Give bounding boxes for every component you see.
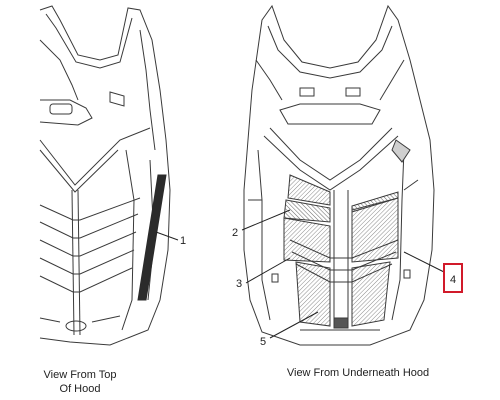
caption-top-view-line2: Of Hood <box>59 383 101 395</box>
caption-top-view: View From Top Of Hood <box>30 368 130 396</box>
callout-3: 3 <box>236 278 243 290</box>
hood-underside-view <box>241 4 445 346</box>
caption-underneath-view: View From Underneath Hood <box>286 367 430 379</box>
callout-1: 1 <box>180 235 187 247</box>
caption-top-view-line1: View From Top <box>43 369 117 381</box>
callout-4: 4 <box>450 274 457 286</box>
callout-2: 2 <box>232 227 239 239</box>
callout-5: 5 <box>260 336 267 348</box>
hood-top-view <box>39 5 179 346</box>
callout-4-highlight-box <box>443 263 463 293</box>
